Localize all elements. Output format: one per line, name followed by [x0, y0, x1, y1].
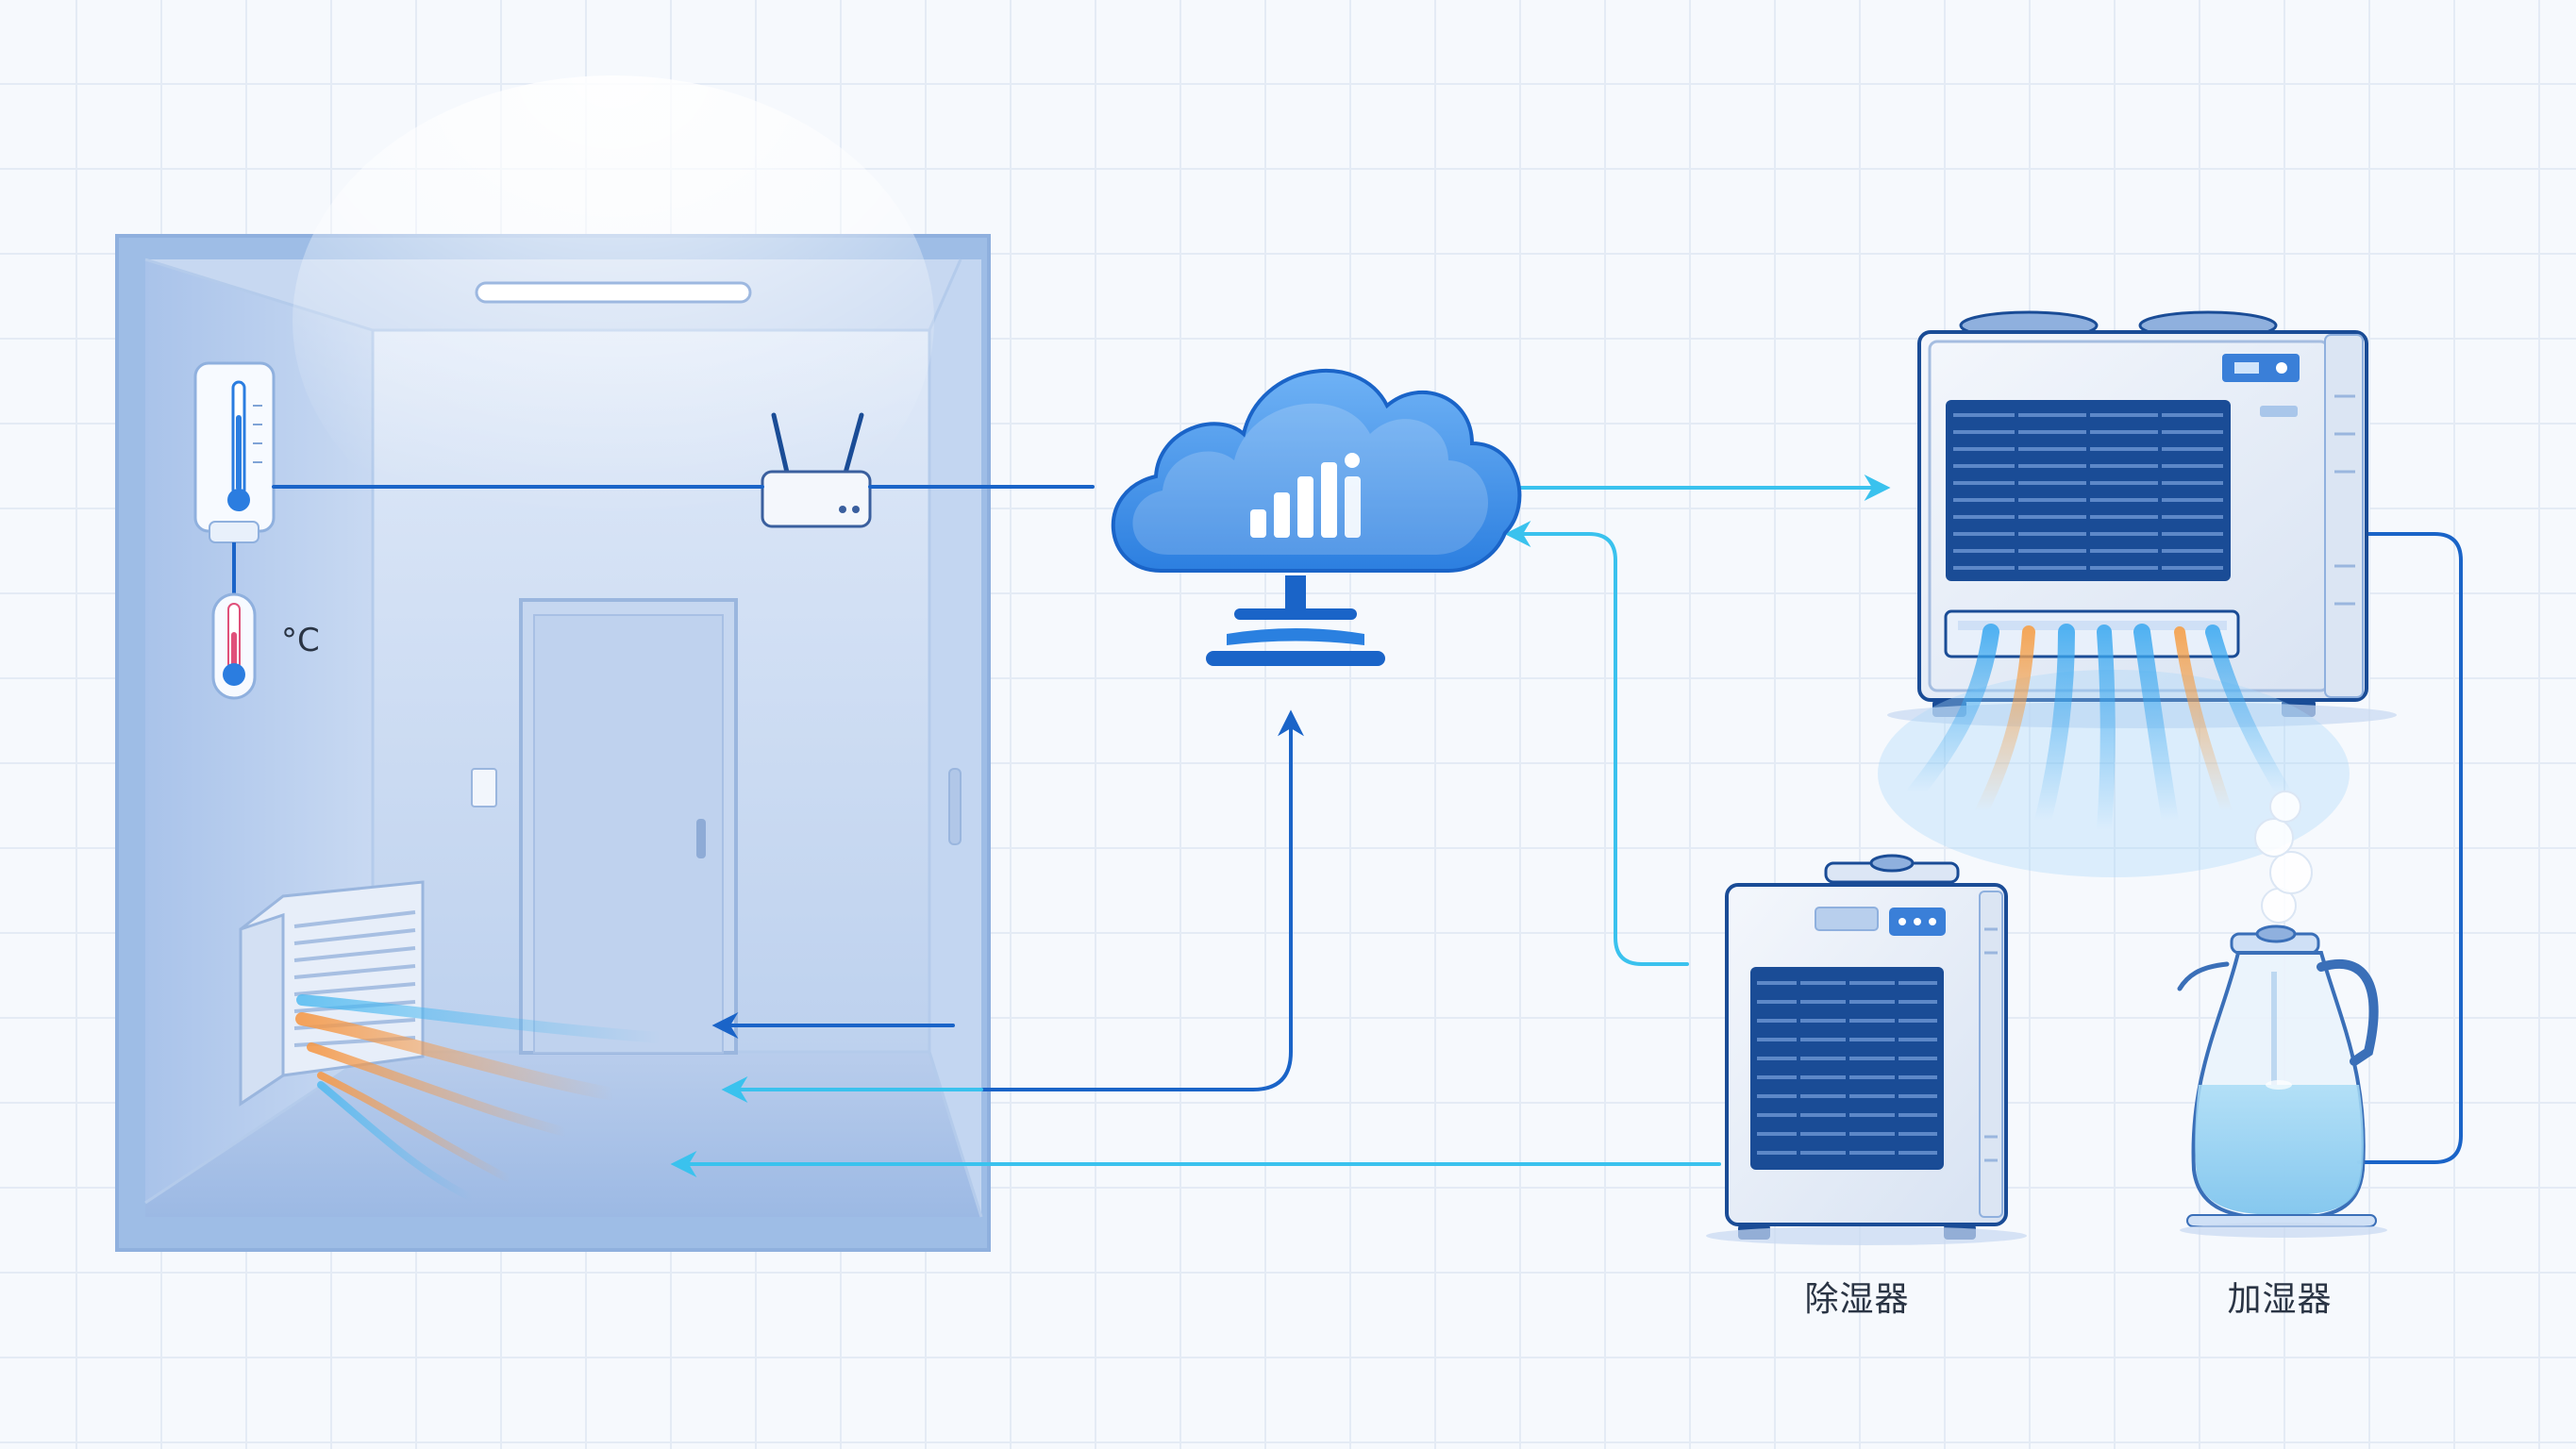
humidifier-kettle-icon — [2177, 791, 2387, 1238]
dehumidifier-icon — [1706, 854, 2027, 1245]
ceiling-light — [475, 281, 752, 304]
signal-bars-icon — [1250, 453, 1361, 538]
room-door — [519, 598, 738, 1055]
wifi-router-icon — [761, 412, 872, 528]
room-to-cloud-link — [979, 709, 1304, 1091]
ac-airflow — [1878, 624, 2350, 877]
humidifier-to-ac-link — [2338, 521, 2463, 1164]
cloud-icon — [1111, 369, 1522, 666]
light-switch — [471, 768, 497, 808]
dehumidifier-to-cloud-link — [1504, 521, 1689, 966]
wall-vent-icon — [239, 880, 425, 1107]
thermo-hygrometer-icon — [193, 361, 276, 543]
room: °C — [115, 75, 991, 1252]
thermometer-icon — [211, 592, 257, 700]
connection-lines — [272, 475, 2463, 1177]
dehumidifier-label: 除湿器 — [1804, 1280, 1910, 1319]
humidifier-label: 加湿器 — [2227, 1280, 2333, 1319]
room-airflow — [295, 994, 666, 1202]
temperature-unit-label: °C — [281, 622, 320, 659]
